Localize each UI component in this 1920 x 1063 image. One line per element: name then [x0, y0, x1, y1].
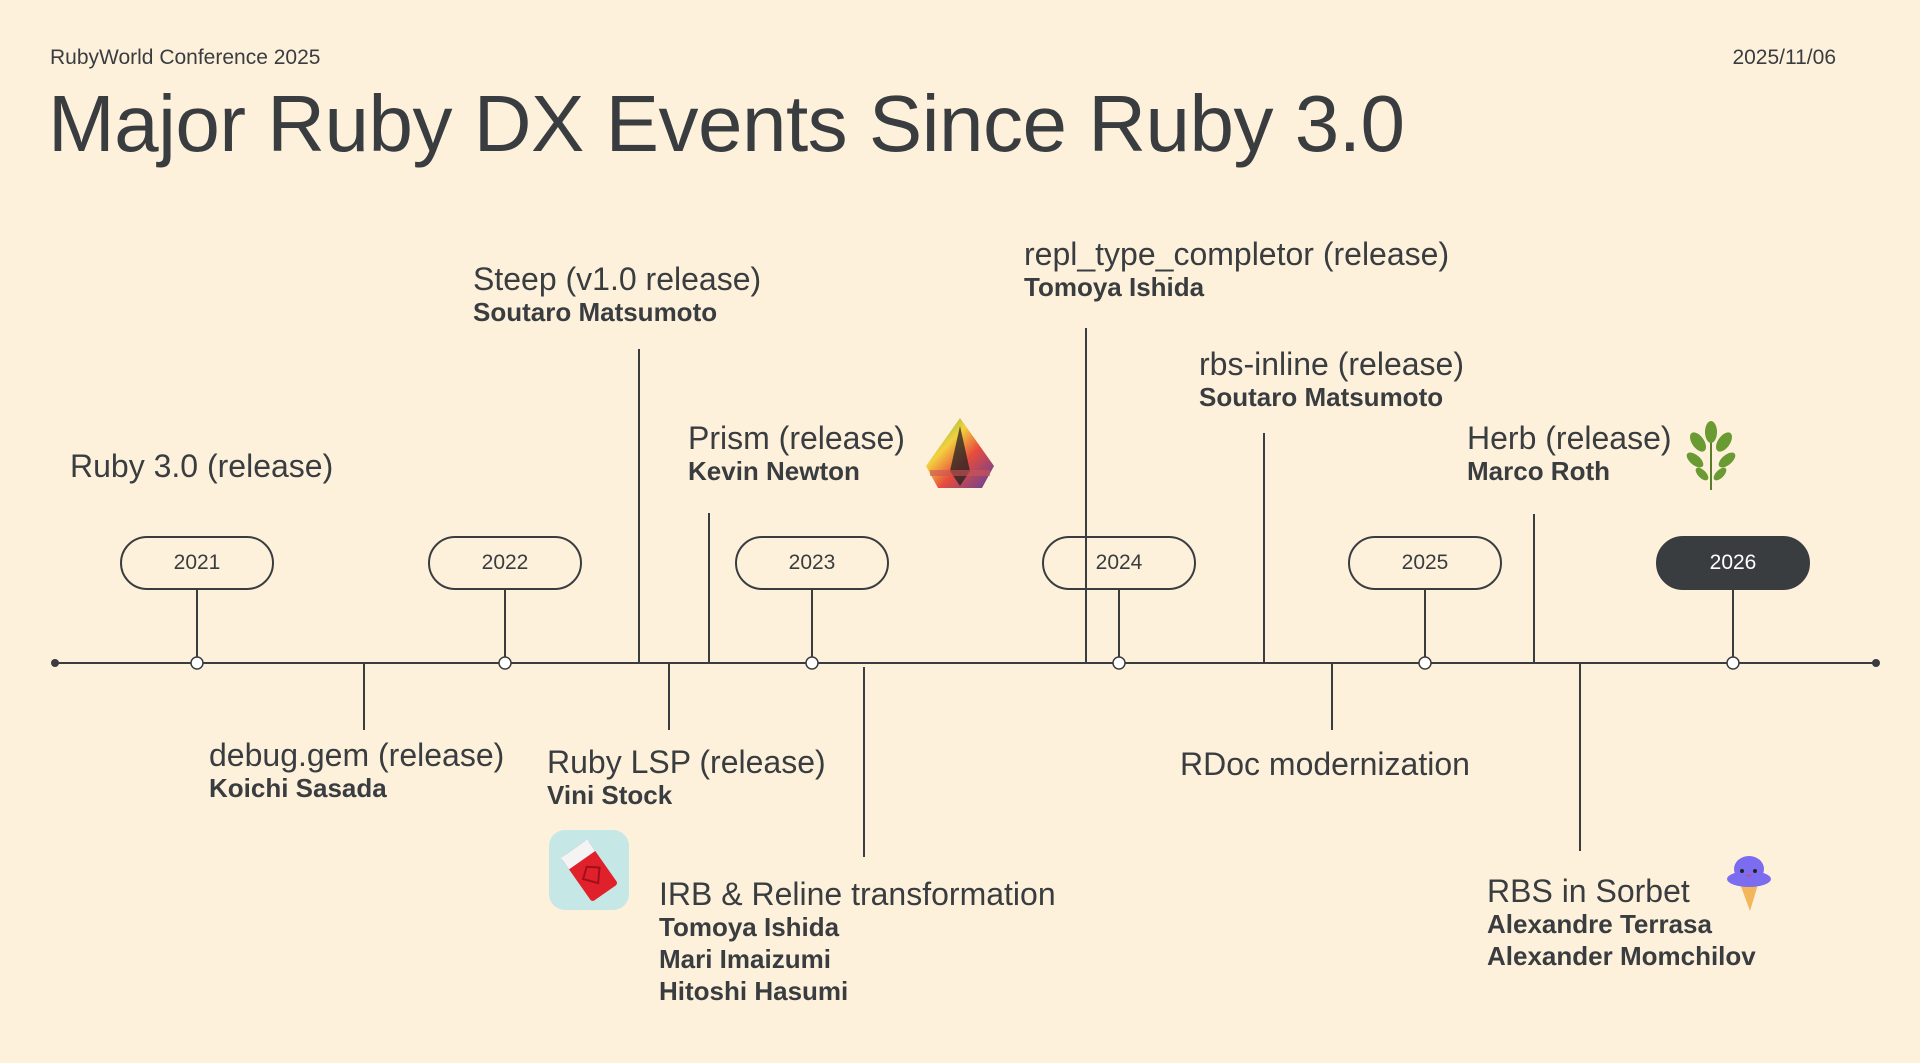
event-title: repl_type_completor (release) — [1024, 236, 1450, 272]
year-pill-2025: 2025 — [1348, 536, 1502, 590]
year-marker — [1726, 656, 1740, 670]
year-marker — [805, 656, 819, 670]
event-author: Marco Roth — [1467, 456, 1610, 486]
event-title: Steep (v1.0 release) — [473, 261, 762, 297]
axis-end-dot — [1872, 659, 1880, 667]
axis-start-dot — [51, 659, 59, 667]
conference-name: RubyWorld Conference 2025 — [50, 46, 321, 69]
year-marker — [498, 656, 512, 670]
event-author: Tomoya Ishida — [659, 912, 840, 942]
event-title: Herb (release) — [1467, 420, 1672, 456]
event-title: debug.gem (release) — [209, 737, 505, 773]
event-title: IRB & Reline transformation — [659, 876, 1056, 912]
event-author: Hitoshi Hasumi — [659, 976, 849, 1006]
event-rbs-in-sorbet: RBS in Sorbet Alexandre Terrasa Alexande… — [1487, 875, 1756, 975]
year-marker — [190, 656, 204, 670]
event-title: rbs-inline (release) — [1199, 346, 1464, 382]
event-author: Tomoya Ishida — [1024, 272, 1205, 302]
event-title: Prism (release) — [688, 420, 905, 456]
event-author: Alexander Momchilov — [1487, 941, 1756, 971]
event-author: Soutaro Matsumoto — [1199, 382, 1444, 412]
event-herb: Herb (release) Marco Roth — [1467, 422, 1672, 490]
sorbet-ice-cream-icon — [1727, 856, 1771, 911]
event-rdoc: RDoc modernization — [1180, 748, 1470, 784]
event-author: Koichi Sasada — [209, 773, 387, 803]
event-steep: Steep (v1.0 release) Soutaro Matsumoto — [473, 263, 761, 331]
presentation-date: 2025/11/06 — [1732, 46, 1836, 69]
event-author: Vini Stock — [547, 780, 673, 810]
year-pill-2022: 2022 — [428, 536, 582, 590]
event-title: RBS in Sorbet — [1487, 873, 1690, 909]
event-rbs-inline: rbs-inline (release) Soutaro Matsumoto — [1199, 348, 1464, 416]
event-ruby30: Ruby 3.0 (release) — [70, 450, 333, 486]
year-marker — [1112, 656, 1126, 670]
event-repl-type-completor: repl_type_completor (release) Tomoya Ish… — [1024, 238, 1449, 306]
event-title: RDoc modernization — [1180, 746, 1470, 782]
herb-leaf-icon — [1686, 421, 1736, 490]
year-pill-2026-current: 2026 — [1656, 536, 1810, 590]
year-pill-2024: 2024 — [1042, 536, 1196, 590]
event-title: Ruby LSP (release) — [547, 744, 826, 780]
year-pill-2023: 2023 — [735, 536, 889, 590]
event-debug-gem: debug.gem (release) Koichi Sasada — [209, 739, 504, 807]
event-ruby-lsp: Ruby LSP (release) Vini Stock — [547, 746, 826, 814]
event-prism: Prism (release) Kevin Newton — [688, 422, 905, 490]
event-author: Soutaro Matsumoto — [473, 297, 718, 327]
page-title: Major Ruby DX Events Since Ruby 3.0 — [48, 79, 1405, 168]
event-author: Kevin Newton — [688, 456, 860, 486]
event-author: Alexandre Terrasa — [1487, 909, 1712, 939]
event-title: Ruby 3.0 (release) — [70, 448, 334, 484]
ruby-lsp-logo-icon — [549, 830, 629, 910]
year-marker — [1418, 656, 1432, 670]
year-pill-2021: 2021 — [120, 536, 274, 590]
prism-logo-icon — [926, 418, 994, 488]
event-irb-reline: IRB & Reline transformation Tomoya Ishid… — [659, 878, 1056, 1010]
event-author: Mari Imaizumi — [659, 944, 831, 974]
